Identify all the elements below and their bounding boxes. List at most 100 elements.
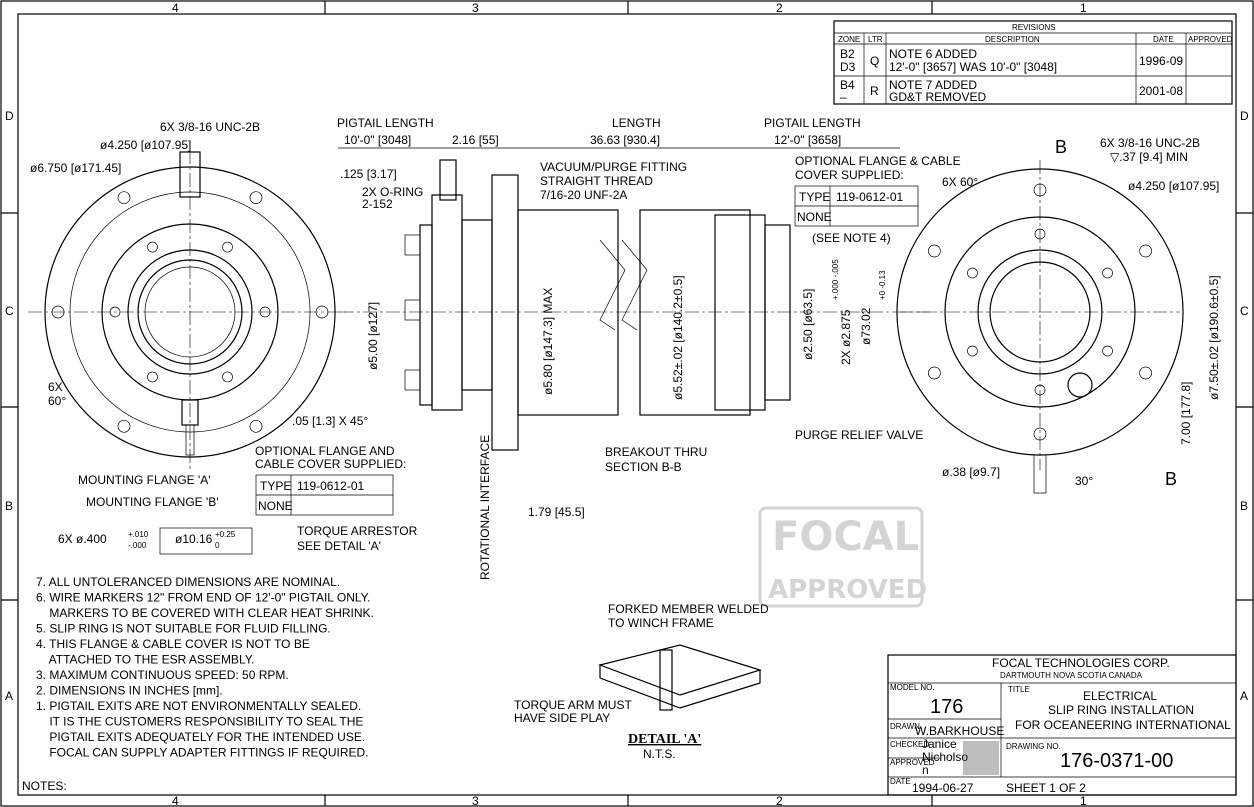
revision-zone: B4 — [840, 78, 855, 92]
detail-title: DETAIL 'A' — [628, 732, 701, 747]
bolt-hole — [1139, 366, 1153, 380]
model-number: 176 — [930, 696, 963, 718]
left-flange-view: 6X 3/8-16 UNC-2B ø4.250 [ø107.95] ø6.750… — [28, 120, 350, 555]
detail-a: FORKED MEMBER WELDED TO WINCH FRAME TORQ… — [514, 602, 769, 761]
bolt-hole — [967, 345, 978, 357]
thread-callout: 6X 3/8-16 UNC-2B — [1100, 136, 1200, 150]
date-label: DATE — [890, 777, 911, 786]
bolt-hole — [249, 419, 263, 433]
dim-179: 1.79 [45.5] — [528, 505, 585, 519]
column-header: APPROVED — [1188, 35, 1233, 44]
revision-zone: B2 — [840, 47, 855, 61]
note-line: 4. THIS FLANGE & CABLE COVER IS NOT TO B… — [36, 637, 310, 651]
zone-label: 1 — [1080, 1, 1087, 15]
section-marker: B — [1055, 137, 1067, 157]
company-location: DARTMOUTH NOVA SCOTIA CANADA — [1000, 671, 1143, 680]
dia-7302-tol: +0 -0.13 — [878, 270, 887, 300]
flange-b-label: MOUNTING FLANGE 'B' — [86, 495, 219, 509]
oring-label: 2-152 — [362, 197, 393, 211]
notes-heading: NOTES: — [22, 779, 67, 793]
drawn-by: W.BARKHOUSE — [915, 724, 1004, 738]
height-dim: 7.00 [177.8] — [1179, 382, 1193, 445]
dia-7302: ø73.02 — [859, 307, 873, 345]
bolt-hole — [147, 241, 158, 253]
bolt-hole — [51, 305, 65, 319]
detail-label: TORQUE ARM MUST — [514, 698, 632, 712]
bolt-hole — [259, 306, 271, 318]
bolt-hole — [222, 371, 233, 383]
hole-dim-mm: ø10.16 — [175, 532, 213, 546]
title-block: FOCAL TECHNOLOGIES CORP. DARTMOUTH NOVA … — [887, 654, 1237, 796]
title-line: FOR OCEANEERING INTERNATIONAL — [1015, 718, 1231, 732]
revisions-table: REVISIONS ZONE LTR DESCRIPTION DATE APPR… — [833, 20, 1233, 105]
bolt-hole — [117, 419, 131, 433]
zone-label: D — [1240, 109, 1249, 123]
zone-label: 4 — [172, 1, 179, 15]
fitting-label: 7/16-20 UNF-2A — [540, 188, 627, 202]
drawn-label: DRAWN — [890, 722, 920, 731]
title-line: ELECTRICAL — [1083, 689, 1157, 703]
pigtail-left-value: 10'-0" [3048] — [344, 133, 411, 147]
flange-a-label: MOUNTING FLANGE 'A' — [78, 473, 211, 487]
bolt-hole — [315, 305, 329, 319]
right-flange-view: B B 6X 3/8-16 UNC-2B ▽.37 [9.4] MIN 6X 6… — [896, 136, 1221, 494]
zone-label: D — [5, 109, 14, 123]
note-line: 3. MAXIMUM CONTINUOUS SPEED: 50 RPM. — [36, 668, 289, 682]
none-label: NONE — [258, 499, 293, 513]
revision-zone: D3 — [840, 60, 856, 74]
torque-arrestor: TORQUE ARRESTOR — [297, 524, 418, 538]
note-line: IT IS THE CUSTOMERS RESPONSIBILITY TO SE… — [36, 715, 363, 729]
revision-letter: R — [870, 84, 879, 98]
drawing-number: 176-0371-00 — [1060, 750, 1173, 772]
detail-scale: N.T.S. — [643, 747, 676, 761]
dia-2875-tol: +.000 -.005 — [831, 259, 840, 300]
oring-label: 2X O-RING — [362, 185, 423, 199]
angle-30: 30° — [1075, 474, 1093, 488]
zone-label: 2 — [776, 794, 783, 807]
revisions-title: REVISIONS — [1012, 23, 1056, 32]
detail-label: HAVE SIDE PLAY — [514, 711, 610, 725]
detail-label: TO WINCH FRAME — [608, 616, 714, 630]
angle-count: 6X — [48, 380, 63, 394]
bolt-hole — [1033, 427, 1047, 441]
company-name: FOCAL TECHNOLOGIES CORP. — [992, 656, 1170, 670]
bolt-hole — [109, 306, 121, 318]
zone-label: 4 — [172, 794, 179, 807]
pigtail-right-label: PIGTAIL LENGTH — [764, 116, 861, 130]
outer-diameter-dim: ø7.50±.02 [ø190.6±0.5] — [1207, 275, 1221, 400]
outer-diameter-dim: ø6.750 [ø171.45] — [30, 161, 121, 175]
revision-desc: NOTE 6 ADDED — [889, 47, 977, 61]
revision-desc: GD&T REMOVED — [889, 90, 986, 104]
none-label: NONE — [797, 210, 832, 224]
thread-depth: ▽.37 [9.4] MIN — [1110, 150, 1188, 164]
opt-cover-label: COVER SUPPLIED: — [795, 168, 904, 182]
column-header: DATE — [1153, 35, 1174, 44]
zone-label: C — [1240, 304, 1249, 318]
note-line: PIGTAIL EXITS ADEQUATELY FOR THE INTENDE… — [36, 730, 365, 744]
section-marker: B — [1165, 469, 1177, 489]
note-line: 6. WIRE MARKERS 12" FROM END OF 12'-0" P… — [36, 591, 370, 605]
zone-label: 3 — [472, 794, 479, 807]
breakout-label: SECTION B-B — [605, 460, 682, 474]
sheet-number: SHEET 1 OF 2 — [1006, 781, 1086, 795]
angle-dim: 6X 60° — [942, 175, 978, 189]
fitting-label: VACUUM/PURGE FITTING — [540, 160, 687, 174]
breakout-label: BREAKOUT THRU — [605, 445, 707, 459]
note-line: 5. SLIP RING IS NOT SUITABLE FOR FLUID F… — [36, 622, 331, 636]
checked-label: CHECKED — [890, 740, 929, 749]
purge-valve-label: PURGE RELIEF VALVE — [795, 428, 923, 442]
bolt-hole — [927, 244, 941, 258]
hole-tol: -.000 — [128, 541, 147, 550]
zone-label: A — [5, 689, 13, 703]
type-label: TYPE — [260, 479, 291, 493]
hole-dim: 6X ø.400 — [58, 532, 107, 546]
hole-tol-mm: +0.25 — [215, 530, 236, 539]
bolt-hole — [1102, 267, 1113, 279]
detail-label: FORKED MEMBER WELDED — [608, 602, 769, 616]
drawing-no-label: DRAWING NO. — [1006, 742, 1061, 751]
pin-dim: ø.38 [ø9.7] — [942, 465, 1000, 479]
focal-approved-stamp: FOCAL APPROVED — [758, 506, 927, 608]
bolt-hole — [249, 191, 263, 205]
hole-tol: +.010 — [128, 530, 149, 539]
title-label: TITLE — [1008, 685, 1030, 694]
